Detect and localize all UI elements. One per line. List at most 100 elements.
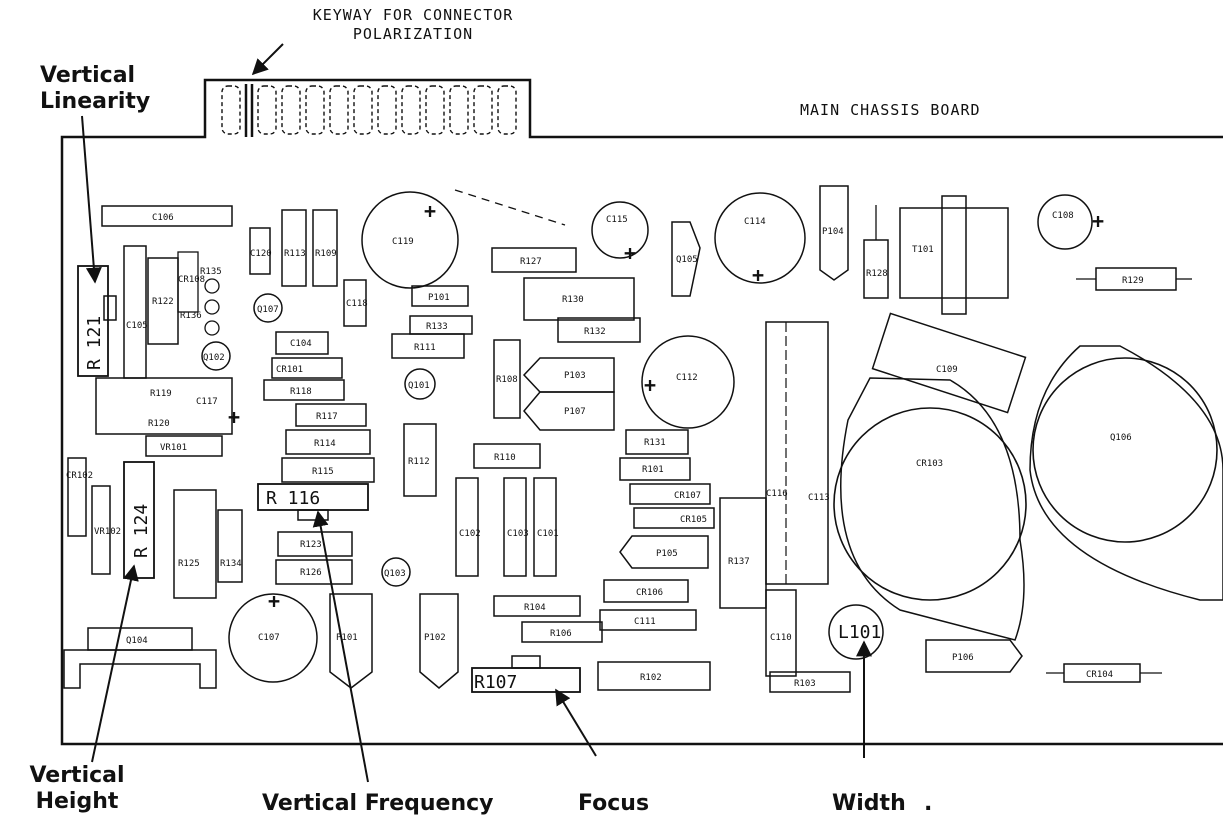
r113-label: R113 xyxy=(284,249,306,259)
c107-label: C107 xyxy=(258,633,280,643)
c120-body xyxy=(249,227,271,275)
r115-label: R115 xyxy=(312,467,334,477)
q103-label: Q103 xyxy=(384,569,406,579)
r102-body xyxy=(597,661,711,691)
c110-label: C110 xyxy=(770,633,792,643)
r137-label: R137 xyxy=(728,557,750,567)
r110-body xyxy=(473,443,541,469)
r108-label: R108 xyxy=(496,375,518,385)
c109-label: C109 xyxy=(936,365,958,375)
r115-body xyxy=(281,457,375,483)
r113-body xyxy=(281,209,307,287)
t101-body xyxy=(899,207,1009,299)
r102-label: R102 xyxy=(640,673,662,683)
p106-body xyxy=(925,639,1023,673)
p101-label: P101 xyxy=(428,293,450,303)
c103-label: C103 xyxy=(507,529,529,539)
r126-body xyxy=(275,559,353,585)
p101-body xyxy=(411,285,469,307)
p105-label: P105 xyxy=(656,549,678,559)
r134-label: R134 xyxy=(220,559,242,569)
r125-label: R125 xyxy=(178,559,200,569)
p105-body xyxy=(619,535,709,569)
c101-label: C101 xyxy=(537,529,559,539)
l101-label: L101 xyxy=(838,622,881,643)
cr102-body xyxy=(67,457,87,537)
r127-body xyxy=(491,247,577,273)
r131-label: R131 xyxy=(644,438,666,448)
r101-body xyxy=(619,457,691,481)
r119-label: R119 xyxy=(150,389,172,399)
c119-body xyxy=(361,191,459,289)
r103-body xyxy=(769,671,851,693)
c106-label: C106 xyxy=(152,213,174,223)
r107-label: R107 xyxy=(474,672,517,693)
q102-label: Q102 xyxy=(203,353,225,363)
q107-label: Q107 xyxy=(257,305,279,315)
r120-r119-block xyxy=(95,377,233,435)
c115-body xyxy=(591,201,649,259)
c102-label: C102 xyxy=(459,529,481,539)
p101b-label: P101 xyxy=(336,633,358,643)
r130-body xyxy=(523,277,635,321)
edge-connector xyxy=(221,84,517,137)
vr102-body xyxy=(91,485,111,575)
c111-body xyxy=(599,609,697,631)
c114-body xyxy=(714,192,806,284)
r132-label: R132 xyxy=(584,327,606,337)
c115-plus: + xyxy=(624,241,636,265)
vertical-linearity-line1: Vertical xyxy=(40,63,136,88)
q106-label: Q106 xyxy=(1110,433,1132,443)
r111-body xyxy=(391,333,465,359)
r131-body xyxy=(625,429,689,455)
c114-label: C114 xyxy=(744,217,766,227)
r118-body xyxy=(263,379,345,401)
cr105-body xyxy=(633,507,715,529)
r130-label: R130 xyxy=(562,295,584,305)
c117-label: C117 xyxy=(196,397,218,407)
q101-label: Q101 xyxy=(408,381,430,391)
r134-body xyxy=(217,509,243,583)
r104-label: R104 xyxy=(524,603,546,613)
vertical-height-line2: Height xyxy=(35,789,119,814)
r114-body xyxy=(285,429,371,455)
r114-label: R114 xyxy=(314,439,336,449)
c119-label: C119 xyxy=(392,237,414,247)
c112-body xyxy=(641,335,735,429)
q106-body xyxy=(1032,357,1218,543)
keyway-label-line2: POLARIZATION xyxy=(352,25,474,43)
p107-body xyxy=(523,391,615,431)
c110-body xyxy=(765,589,797,677)
r125-body xyxy=(173,489,217,599)
r110-label: R110 xyxy=(494,453,516,463)
width-dot: . xyxy=(924,791,933,816)
r108-body xyxy=(493,339,521,419)
r117-label: R117 xyxy=(316,412,338,422)
r124-pot xyxy=(123,461,155,579)
c106-body xyxy=(101,205,233,227)
r129-label: R129 xyxy=(1122,276,1144,286)
c104-body xyxy=(275,331,329,355)
r132-body xyxy=(557,317,641,343)
vertical-frequency-arrow xyxy=(312,510,369,783)
q104-label: Q104 xyxy=(126,636,148,646)
q101-body xyxy=(404,368,436,400)
c118-label: C118 xyxy=(346,299,368,309)
r133-label: R133 xyxy=(426,322,448,332)
keyway-label: KEYWAY FOR CONNECTOR POLARIZATION xyxy=(268,6,558,44)
vertical-linearity-label: Vertical Linearity xyxy=(40,63,150,115)
r104-body xyxy=(493,595,581,617)
r135-label: R135 xyxy=(200,267,222,277)
r112-body xyxy=(403,423,437,497)
vertical-height-arrow xyxy=(91,564,139,763)
p104-body xyxy=(819,185,849,281)
c108-plus: + xyxy=(1092,209,1104,233)
cr103-label: CR103 xyxy=(916,459,943,469)
r109-label: R109 xyxy=(315,249,337,259)
c107-body xyxy=(228,593,318,683)
q104-heatsink xyxy=(63,649,217,689)
r117-body xyxy=(295,403,367,427)
c107-plus: + xyxy=(268,589,280,613)
cr101-label: CR101 xyxy=(276,365,303,375)
vertical-linearity-line2: Linearity xyxy=(40,89,151,114)
